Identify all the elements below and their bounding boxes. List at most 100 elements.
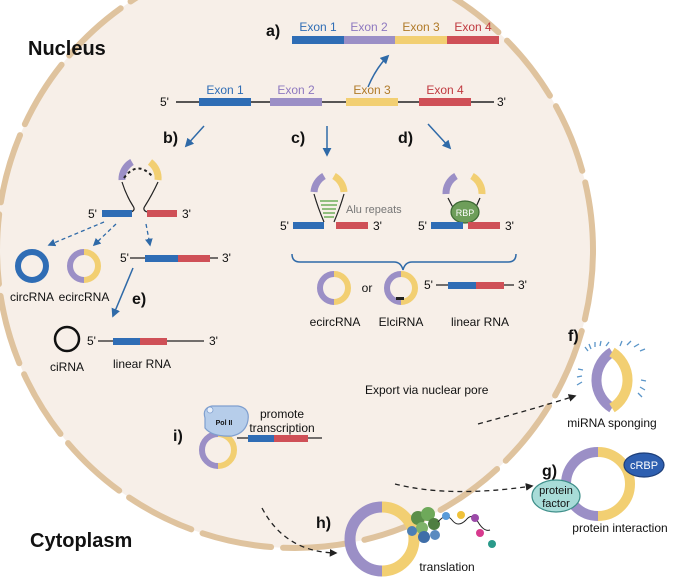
c-five-prime: 5' — [280, 219, 289, 233]
panel-label-h: h) — [316, 515, 331, 532]
products-bracket — [291, 253, 517, 271]
pre-exon2-label: Exon 2 — [277, 83, 315, 97]
amino-acid-3 — [471, 514, 479, 522]
b-arrow-linear — [145, 223, 153, 247]
pre-exon3 — [346, 98, 398, 106]
pre-exon3-label: Exon 3 — [353, 83, 391, 97]
cirna-label: ciRNA — [50, 360, 84, 374]
pre-exon1 — [199, 98, 251, 106]
ecircrna-b-label: ecircRNA — [59, 290, 110, 304]
panel-label-g: g) — [542, 463, 557, 480]
amino-acid-1 — [442, 512, 450, 520]
arrow-to-d — [427, 123, 452, 150]
panel-b-lariat: 5' 3' — [88, 158, 191, 221]
cd-linear-three: 3' — [518, 278, 527, 292]
transcription-label: transcription — [249, 421, 314, 435]
protein-interaction-label: protein interaction — [572, 521, 667, 535]
panel-h-translation — [344, 501, 496, 577]
pre-exon1-label: Exon 1 — [206, 83, 244, 97]
protein-factor-label-2: factor — [542, 498, 570, 510]
pre-five-prime: 5' — [160, 95, 169, 109]
protein-factor-label-1: protein — [539, 485, 573, 497]
arrow-to-f — [477, 394, 577, 425]
d-three-prime: 3' — [505, 219, 514, 233]
circrna-label: circRNA — [10, 290, 54, 304]
mirna-top-right — [619, 340, 646, 352]
b-arrow-circrna — [47, 221, 105, 247]
panel-label-b: b) — [163, 130, 178, 147]
rbp-label: RBP — [456, 208, 475, 218]
panel-a: a) Exon 1 Exon 2 Exon 3 Exon 4 — [266, 20, 499, 88]
ecircrna-c-label: ecircRNA — [310, 315, 361, 329]
cd-linear-five: 5' — [424, 278, 433, 292]
circrna-ring — [15, 249, 49, 283]
exon4-label: Exon 4 — [454, 20, 492, 34]
amino-acid-2 — [457, 511, 465, 519]
exon3-label: Exon 3 — [402, 20, 440, 34]
panel-g-protein-interaction: cRBP protein factor — [531, 447, 665, 521]
panel-label-i: i) — [173, 428, 183, 445]
amino-acid-4 — [476, 529, 484, 537]
b-three-prime: 3' — [182, 207, 191, 221]
b-linear-five: 5' — [120, 251, 129, 265]
mirna-right — [637, 379, 647, 398]
crbp-label: cRBP — [630, 460, 658, 472]
mirna-top-left — [584, 340, 610, 352]
nucleus — [0, 0, 596, 551]
mirna-left — [576, 368, 584, 386]
amino-acid-5 — [488, 540, 496, 548]
exon1-label: Exon 1 — [299, 20, 337, 34]
panel-label-c: c) — [291, 130, 305, 147]
pol2-label: Pol II — [216, 420, 233, 427]
exon2-label: Exon 2 — [350, 20, 388, 34]
arrow-to-e — [111, 267, 134, 318]
panel-c-alu-hairpin: 5' 3' — [280, 172, 382, 233]
cirna-ring — [53, 325, 81, 353]
exon1-segment — [292, 36, 344, 44]
elcirna-label: ElciRNA — [379, 315, 424, 329]
arrow-to-h — [261, 507, 338, 557]
mirna-sponging-label: miRNA sponging — [567, 416, 656, 430]
pre-exon4-label: Exon 4 — [426, 83, 464, 97]
ribosome — [407, 507, 440, 543]
arrow-to-g — [394, 483, 534, 493]
c-three-prime: 3' — [373, 219, 382, 233]
arrow-to-b — [184, 125, 205, 148]
ecircrna-b-ring — [67, 249, 101, 283]
or-label: or — [362, 281, 373, 295]
ecircrna-c-ring — [317, 271, 351, 305]
b-linear-rna: 5' 3' — [120, 251, 231, 265]
alu-repeats-label: Alu repeats — [346, 204, 402, 216]
panel-label-d: d) — [398, 130, 413, 147]
panel-i-pol2: Pol II promote transcription — [199, 405, 322, 469]
exon2-segment — [344, 36, 395, 44]
protein-factor — [531, 479, 581, 513]
pre-exon4 — [419, 98, 471, 106]
promote-label: promote — [260, 407, 304, 421]
translation-label: translation — [419, 560, 474, 574]
exon3-segment — [395, 36, 447, 44]
b-arrow-ecircrna — [92, 223, 117, 247]
pre-mrna: Exon 1 Exon 2 Exon 3 Exon 4 5' 3' — [160, 83, 506, 109]
panel-label-e: e) — [132, 291, 146, 308]
panel-label-a: a) — [266, 23, 280, 40]
exon4-segment — [447, 36, 499, 44]
e-linear-three: 3' — [209, 334, 218, 348]
cd-linear-rna: 5' 3' — [424, 278, 527, 292]
splice-arrow — [367, 54, 390, 88]
b-linear-three: 3' — [222, 251, 231, 265]
b-five-prime: 5' — [88, 207, 97, 221]
export-label: Export via nuclear pore — [365, 383, 489, 397]
panel-label-f: f) — [568, 328, 579, 345]
nucleus-label: Nucleus — [28, 38, 106, 60]
pre-three-prime: 3' — [497, 95, 506, 109]
d-five-prime: 5' — [418, 219, 427, 233]
rbp-protein — [450, 200, 480, 224]
e-linear-five: 5' — [87, 334, 96, 348]
crbp-protein — [623, 452, 665, 478]
panel-f-mirna-sponge — [576, 340, 647, 413]
nuclear-envelope — [0, 0, 596, 551]
cd-linear-label: linear RNA — [451, 315, 509, 329]
pre-exon2 — [270, 98, 322, 106]
